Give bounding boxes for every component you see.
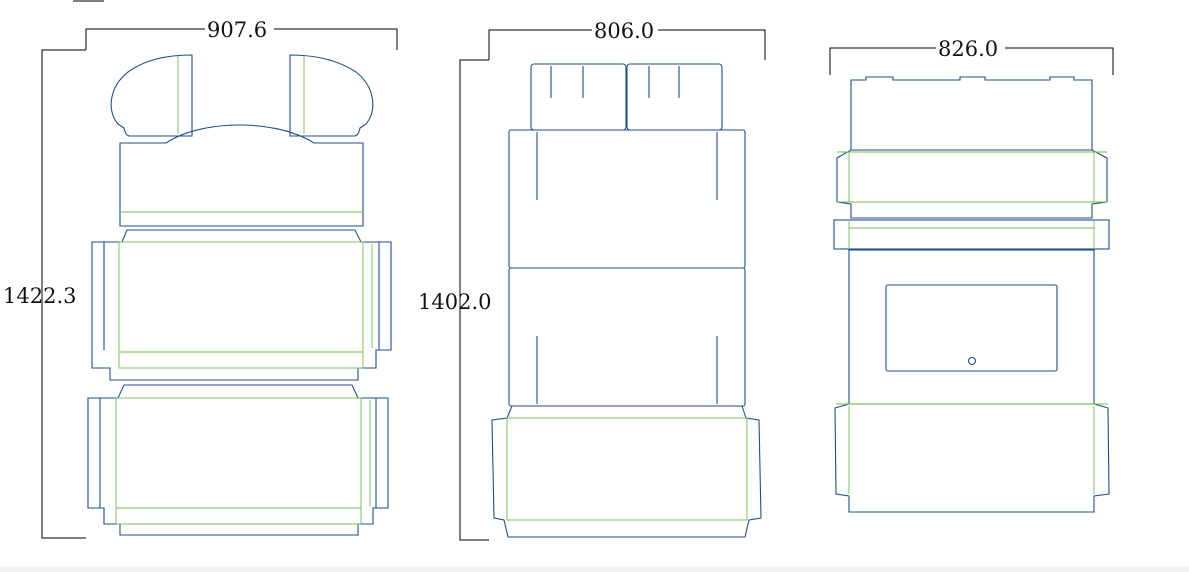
dieline-1-middle-tray-fold-box (118, 241, 364, 369)
dieline-1-bottom-tray (87, 384, 389, 536)
dieline-3-width-label: 826.0 (938, 37, 998, 61)
dieline-3-display-window (885, 284, 1058, 372)
dieline-3-lock-strip (833, 219, 1110, 250)
dieline-1-arched-panel (119, 124, 364, 227)
bottom-scroll-strip (0, 566, 1189, 572)
dieline-1-width-label: 907.6 (207, 18, 267, 42)
dieline-3-hang-hole (967, 356, 977, 366)
dieline-2-lid-panel-right (626, 63, 723, 131)
dieline-2-width-dimension-left (488, 29, 592, 60)
dieline-2-lid-panel-left (530, 63, 627, 131)
dieline-1-bottom-tray-fold-box (115, 397, 362, 525)
dieline-2-width-dimension-right (658, 29, 766, 60)
dieline-3-top-flap (850, 76, 1093, 151)
dieline-2: 806.0 1402.0 (418, 19, 766, 541)
dieline-2-height-dimension (459, 59, 489, 541)
dieline-1-right-ear-flap (289, 54, 374, 137)
dieline-3-upper-band (836, 149, 1108, 219)
dieline-2-bottom-tray (491, 405, 762, 538)
dieline-1: 907.6 1422.3 (3, 18, 398, 539)
dieline-2-height-label: 1402.0 (418, 290, 491, 314)
dieline-1-height-label: 1422.3 (3, 284, 76, 308)
dieline-3-bottom-panel (834, 403, 1110, 513)
dieline-1-left-ear-flap (110, 54, 193, 137)
dieline-2-upper-panel (508, 129, 746, 269)
dieline-3-width-dimension-right (1005, 47, 1114, 75)
dieline-1-height-dimension (41, 49, 86, 539)
dieline-3-width-dimension-left (829, 47, 936, 75)
dieline-2-bottom-tray-fold-box (506, 417, 748, 521)
dieline-2-width-label: 806.0 (594, 19, 654, 43)
dieline-2-lower-panel (508, 267, 746, 407)
dieline-1-width-dimension-left (85, 28, 205, 50)
dieline-3: 826.0 (829, 37, 1114, 513)
dieline-1-width-dimension-right (274, 28, 398, 50)
dieline-1-middle-tray (91, 229, 392, 381)
